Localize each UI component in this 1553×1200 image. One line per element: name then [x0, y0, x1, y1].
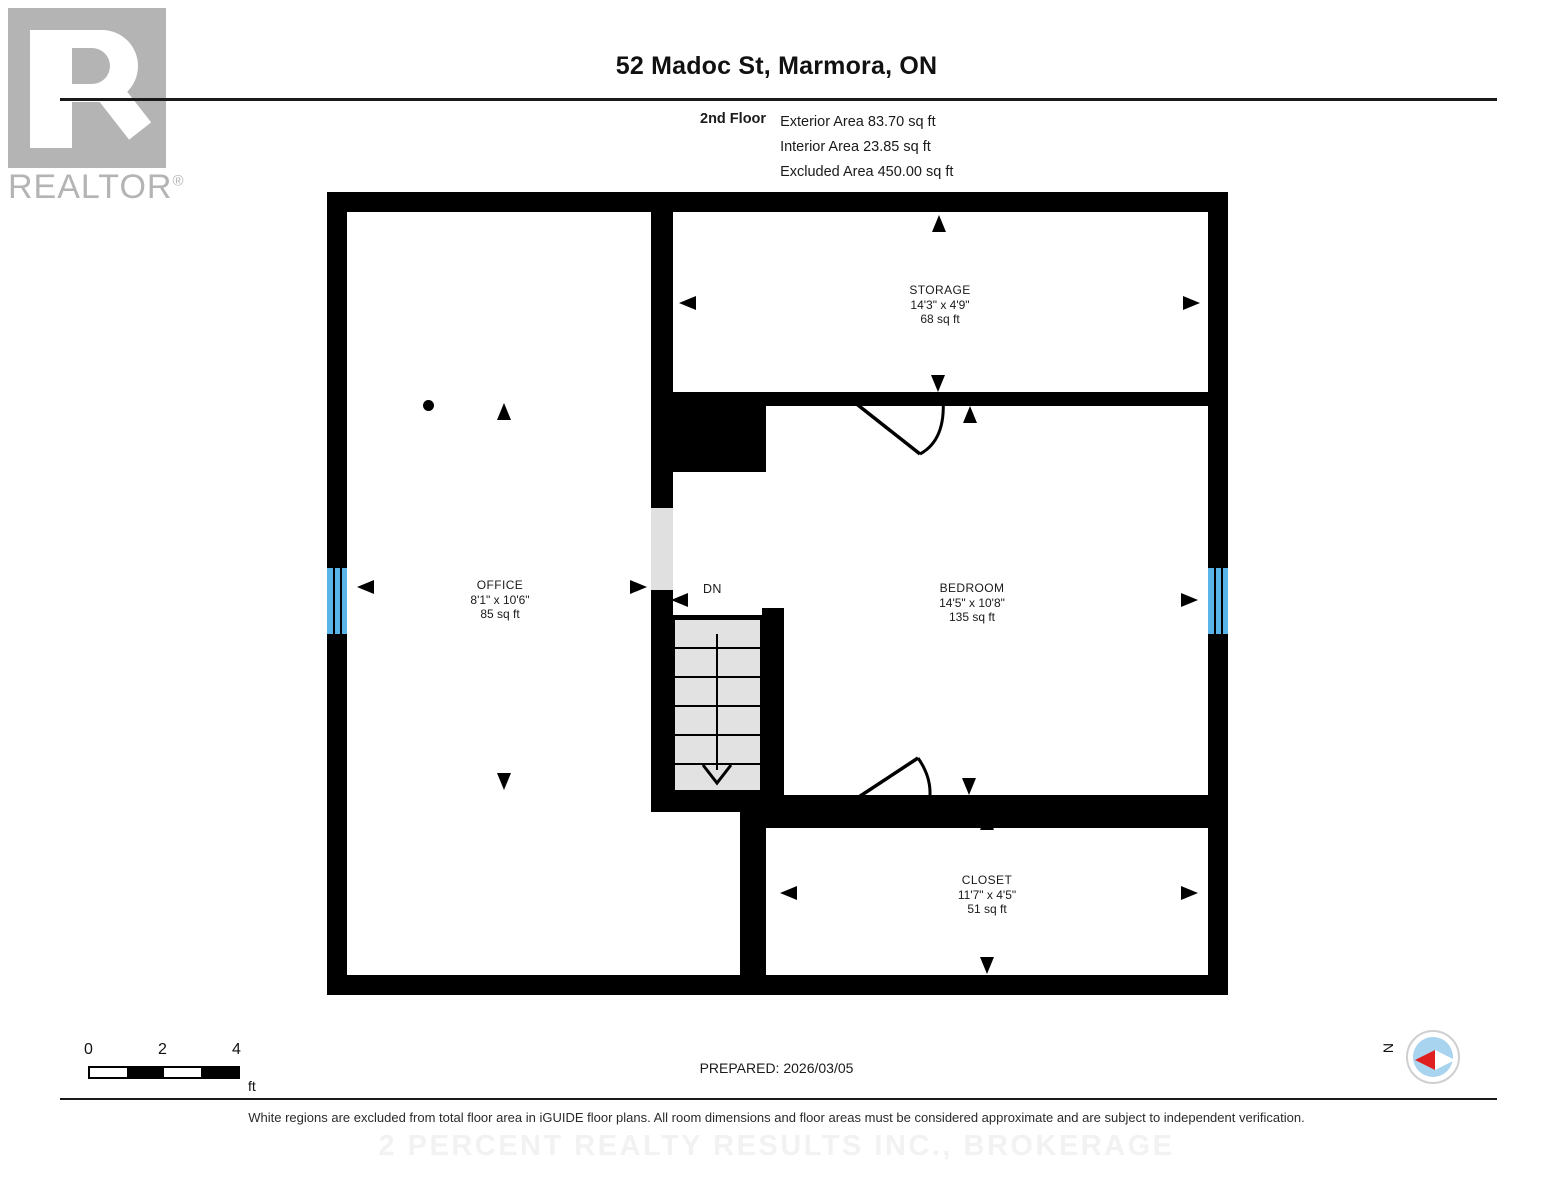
room-name-bedroom: BEDROOM	[939, 581, 1005, 595]
stairs-direction-label: DN	[703, 582, 722, 596]
room-label-bedroom: BEDROOM 14'5" x 10'8" 135 sq ft	[882, 581, 1062, 625]
dim-arrow-closet-south	[980, 957, 994, 974]
dim-arrow-storage-east	[1183, 296, 1200, 310]
bedroom-floor-area	[766, 392, 1208, 808]
room-area-closet: 51 sq ft	[967, 902, 1007, 916]
compass-rose-icon	[1406, 1030, 1460, 1084]
room-label-storage: STORAGE 14'3" x 4'9" 68 sq ft	[850, 283, 1030, 327]
room-area-office: 85 sq ft	[480, 607, 520, 621]
room-label-office: OFFICE 8'1" x 10'6" 85 sq ft	[410, 578, 590, 622]
partition-notch-block	[673, 392, 766, 472]
dim-arrow-storage-south	[931, 375, 945, 392]
partition-storage-south	[673, 392, 1228, 406]
dim-arrow-closet-north	[980, 813, 994, 830]
room-name-storage: STORAGE	[909, 283, 971, 297]
scale-unit-label: ft	[248, 1078, 256, 1094]
dim-arrow-bedroom-east	[1181, 593, 1198, 607]
scale-segment	[90, 1068, 127, 1077]
office-reference-point	[423, 400, 434, 411]
scale-tick-0: 0	[84, 1041, 93, 1058]
disclaimer-text: White regions are excluded from total fl…	[248, 1110, 1305, 1125]
dim-arrow-office-north	[497, 403, 511, 420]
floor-area-list: Exterior Area 83.70 sq ft Interior Area …	[780, 110, 953, 185]
interior-area: Interior Area 23.85 sq ft	[780, 139, 931, 155]
brokerage-watermark: 2 PERCENT REALTY RESULTS INC., BROKERAGE	[378, 1130, 1175, 1162]
dim-arrow-bedroom-west	[671, 593, 688, 607]
partition-closet-north	[762, 795, 1228, 809]
floor-label: 2nd Floor	[700, 111, 767, 127]
page-title: 52 Madoc St, Marmora, ON	[615, 52, 938, 80]
stair-wall-right	[762, 608, 784, 812]
room-label-closet: CLOSET 11'7" x 4'5" 51 sq ft	[897, 873, 1077, 917]
room-dimensions-storage: 14'3" x 4'9"	[910, 297, 970, 312]
realtor-wordmark: REALTOR®	[8, 168, 185, 207]
window-bedroom-right-mullion-1	[1214, 568, 1216, 634]
room-dimensions-bedroom: 14'5" x 10'8"	[939, 595, 1005, 610]
floor-info: 2nd Floor Exterior Area 83.70 sq ft Inte…	[700, 110, 953, 185]
realtor-r-stem	[30, 30, 72, 148]
realtor-r-bowl-inner	[72, 48, 110, 84]
window-office-left-mullion-1	[333, 568, 335, 634]
title-divider	[60, 98, 1497, 101]
window-office-left	[327, 568, 347, 634]
stair-down-arrow-icon	[701, 764, 733, 786]
dim-arrow-storage-west	[679, 296, 696, 310]
room-dimensions-closet: 11'7" x 4'5"	[957, 887, 1017, 902]
stair-wall-left	[651, 590, 673, 812]
dim-arrow-storage-north	[932, 215, 946, 232]
room-name-office: OFFICE	[476, 578, 524, 592]
room-dimensions-office: 8'1" x 10'6"	[470, 592, 530, 607]
stair-direction-line	[716, 634, 718, 770]
room-name-closet: CLOSET	[961, 873, 1013, 887]
dim-arrow-office-west	[357, 580, 374, 594]
bedroom-floor-area-notch	[673, 472, 766, 615]
scale-bar-graphic	[88, 1066, 240, 1079]
window-office-left-mullion-2	[340, 568, 342, 634]
scale-tick-4: 4	[232, 1041, 241, 1058]
door-swing-closet	[841, 756, 932, 810]
scale-segment	[201, 1068, 238, 1077]
dim-arrow-bedroom-north	[963, 406, 977, 423]
dim-arrow-office-south	[497, 773, 511, 790]
realtor-wordmark-text: REALTOR	[8, 168, 173, 206]
scale-segment	[127, 1068, 164, 1077]
footer-divider	[60, 1098, 1497, 1100]
compass-needle-south	[1435, 1050, 1455, 1070]
realtor-r-leg-mask	[8, 148, 166, 168]
prepared-date: PREPARED: 2026/03/05	[699, 1060, 854, 1076]
room-area-bedroom: 135 sq ft	[948, 610, 996, 624]
scale-tick-2: 2	[158, 1041, 167, 1058]
realtor-r-mark	[8, 8, 166, 168]
dim-arrow-closet-west	[780, 886, 797, 900]
scale-bar: 0 2 4 ft	[84, 1041, 256, 1094]
dim-arrow-office-east	[630, 580, 647, 594]
closet-floor-area	[766, 828, 1208, 975]
storage-floor-area	[673, 212, 1208, 392]
window-bedroom-right-mullion-2	[1221, 568, 1223, 634]
scale-segment	[164, 1068, 201, 1077]
dim-arrow-bedroom-south	[962, 778, 976, 795]
lower-left-floor-area	[347, 812, 762, 975]
window-bedroom-right	[1208, 568, 1228, 634]
exterior-area: Exterior Area 83.70 sq ft	[780, 114, 936, 130]
registered-trademark-icon: ®	[172, 172, 185, 190]
partition-closet-west	[740, 795, 762, 995]
compass-north-label: N	[1380, 1042, 1397, 1054]
excluded-area: Excluded Area 450.00 sq ft	[780, 164, 954, 180]
partition-office-vertical-upper	[651, 192, 673, 508]
room-area-storage: 68 sq ft	[920, 312, 960, 326]
door-threshold-office	[651, 508, 673, 590]
compass-needle-north	[1415, 1050, 1435, 1070]
dim-arrow-closet-east	[1181, 886, 1198, 900]
realtor-logo: REALTOR®	[8, 8, 184, 208]
